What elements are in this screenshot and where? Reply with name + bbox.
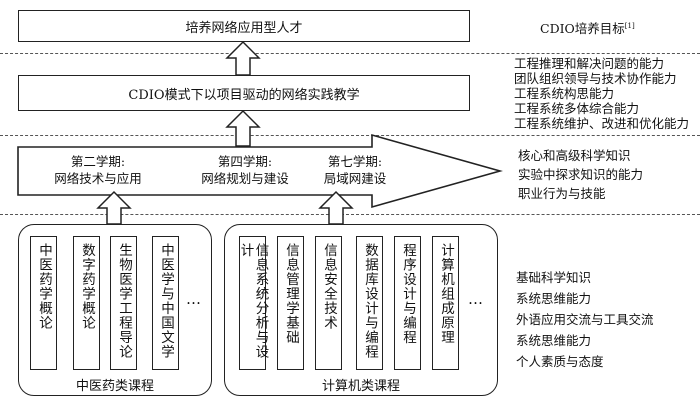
semester-7-course: 局域网建设	[323, 171, 387, 186]
ability-item: 团队组织领导与技术协作能力	[514, 71, 677, 86]
knowledge-item: 核心和高级科学知识	[518, 148, 631, 163]
cdio-goal-text: CDIO培养目标	[540, 21, 625, 37]
cs-course-text: 程序设计与编程	[400, 243, 416, 345]
tcm-group-label: 中医药类课程	[75, 379, 154, 394]
knowledge-item: 实验中探求知识的能力	[518, 167, 644, 182]
semester-4-course: 网络规划与建设	[201, 171, 289, 186]
cs-course-card: 程序设计与编程	[394, 236, 421, 370]
semester-2-term: 第二学期:	[70, 154, 126, 169]
up-arrow-middle	[225, 109, 261, 147]
cdio-goal-label: CDIO培养目标[1]	[540, 19, 635, 36]
cs-course-text: 数据库设计与编程	[362, 243, 378, 359]
tcm-course-card: 数字药学概论	[73, 236, 100, 370]
practice-teaching-text: CDIO模式下以项目驱动的网络实践教学	[128, 87, 360, 103]
semester-4: 第四学期: 网络规划与建设	[175, 153, 315, 187]
ability-item: 工程系统多体综合能力	[514, 101, 640, 116]
cs-group-label: 计算机类课程	[321, 379, 400, 394]
tcm-course-text: 生物医学工程导论	[116, 243, 132, 359]
semester-7-term: 第七学期:	[327, 154, 383, 169]
tcm-course-text: 中医学与中国文学	[158, 243, 174, 359]
basic-item: 系统思维能力	[516, 333, 592, 348]
semester-2: 第二学期: 网络技术与应用	[28, 153, 168, 187]
basic-item: 基础科学知识	[516, 270, 592, 285]
cs-course-text: 计算机组成原理	[438, 243, 454, 345]
separator-2	[0, 135, 700, 136]
cs-course-text: 信息系统分析与设计	[237, 243, 269, 359]
tcm-course-card: 生物医学工程导论	[110, 236, 137, 370]
ability-item: 工程系统构思能力	[514, 86, 615, 101]
cs-course-card: 信息管理学基础	[277, 236, 304, 370]
ability-item: 工程推理和解决问题的能力	[514, 56, 665, 71]
cs-course-card: 计算机组成原理	[432, 236, 459, 370]
cs-course-text: 信息安全技术	[321, 243, 337, 330]
basic-item: 外语应用交流与工具交流	[516, 312, 654, 327]
cs-course-card: 数据库设计与编程	[356, 236, 383, 370]
separator-3	[0, 214, 700, 215]
basic-item: 个人素质与态度	[516, 354, 604, 369]
cs-course-text: 信息管理学基础	[283, 243, 299, 345]
cs-ellipsis: …	[468, 290, 484, 308]
up-arrow-top	[225, 40, 261, 76]
basic-item: 系统思维能力	[516, 291, 592, 306]
semester-7: 第七学期: 局域网建设	[300, 153, 410, 187]
talent-goal-box: 培养网络应用型人才	[18, 10, 470, 42]
tcm-course-group	[18, 224, 212, 396]
tcm-course-card: 中医药学概论	[30, 236, 57, 370]
cs-course-card: 信息系统分析与设计	[237, 236, 269, 370]
tcm-course-card: 中医学与中国文学	[152, 236, 179, 370]
semester-arrow-shape	[17, 133, 503, 209]
ability-item: 工程系统维护、改进和优化能力	[514, 116, 690, 131]
cdio-goal-ref: [1]	[624, 22, 635, 30]
talent-goal-text: 培养网络应用型人才	[185, 20, 303, 36]
separator-1	[0, 53, 700, 54]
semester-2-course: 网络技术与应用	[54, 171, 142, 186]
tcm-course-text: 数字药学概论	[79, 243, 95, 330]
tcm-ellipsis: …	[186, 290, 202, 308]
tcm-course-text: 中医药学概论	[36, 243, 52, 330]
semester-4-term: 第四学期:	[217, 154, 273, 169]
knowledge-item: 职业行为与技能	[518, 186, 606, 201]
practice-teaching-box: CDIO模式下以项目驱动的网络实践教学	[18, 75, 470, 111]
up-arrow-left	[96, 190, 132, 225]
cs-course-group	[224, 224, 498, 396]
up-arrow-right	[318, 190, 354, 225]
cs-course-card: 信息安全技术	[315, 236, 342, 370]
